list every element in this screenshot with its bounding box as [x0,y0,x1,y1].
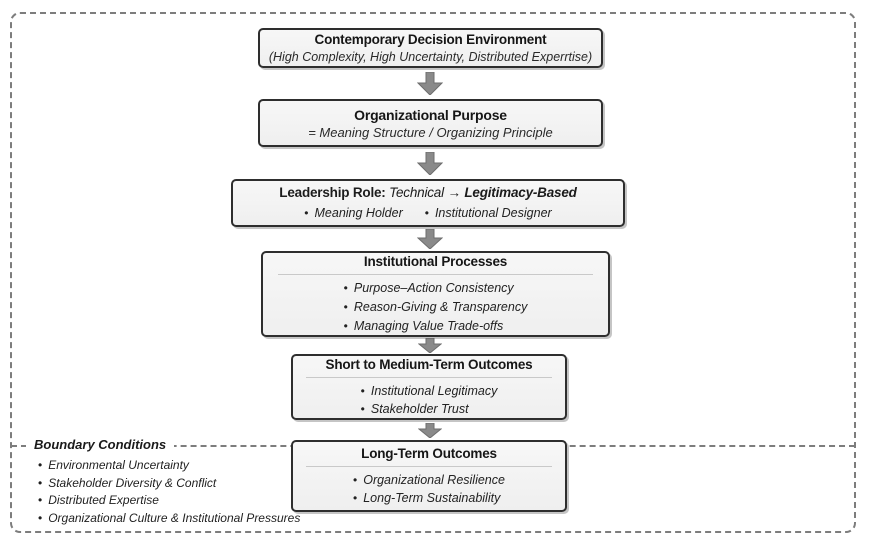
list-item: • Reason-Giving & Transparency [344,298,528,317]
list-item: • Environmental Uncertainty [38,457,300,475]
list-item-text: Institutional Designer [434,206,552,220]
box-bullet-list: • Institutional Legitimacy • Stakeholder… [361,382,498,418]
list-item: • Meaning Holder [304,204,402,222]
right-arrow-icon: → [447,185,461,200]
leadership-title-technical: Technical [389,185,444,200]
list-item-text: Stakeholder Trust [370,402,469,416]
list-item-text: Organizational Resilience [363,473,505,487]
title-separator [306,377,552,378]
list-item: • Institutional Legitimacy [361,382,498,400]
bullet-icon: • [360,402,365,416]
bullet-icon: • [38,510,43,525]
box-title: Contemporary Decision Environment [314,31,547,47]
box-title: Organizational Purpose [354,106,507,123]
box-long-term-outcomes: Long-Term Outcomes • Organizational Resi… [291,440,567,512]
bullet-icon: • [38,458,43,472]
box-bullet-list: • Purpose–Action Consistency • Reason-Gi… [344,279,528,336]
down-arrow-icon [417,72,443,95]
down-arrow-icon [418,423,442,438]
bullet-icon: • [38,475,43,490]
down-arrow-icon [418,338,442,353]
list-item: • Stakeholder Diversity & Conflict [38,475,300,493]
box-title: Short to Medium-Term Outcomes [325,357,533,372]
down-arrow-icon [417,152,443,175]
down-arrow-icon [417,229,443,249]
box-subtitle: = Meaning Structure / Organizing Princip… [308,124,553,140]
box-leadership-role: Leadership Role: Technical → Legitimacy-… [231,179,625,227]
box-title: Leadership Role: Technical → Legitimacy-… [279,184,577,202]
leadership-title-emphasis: Legitimacy-Based [464,185,577,200]
list-item-text: Stakeholder Diversity & Conflict [48,475,217,490]
bullet-icon: • [360,384,365,398]
list-item-text: Meaning Holder [314,206,403,220]
box-short-medium-term-outcomes: Short to Medium-Term Outcomes • Institut… [291,354,567,420]
leadership-title-prefix: Leadership Role: [279,185,386,200]
bullet-icon: • [343,318,348,333]
boundary-conditions-label: Boundary Conditions [26,437,175,452]
list-item-text: Institutional Legitimacy [370,384,498,398]
list-item-text: Purpose–Action Consistency [353,280,514,295]
list-item: • Long-Term Sustainability [353,489,505,507]
figure-dashed-border [10,12,856,533]
title-separator [306,466,552,467]
list-item: • Organizational Culture & Institutional… [38,510,300,528]
bullet-icon: • [353,473,358,487]
bullet-icon: • [343,280,348,295]
box-subtitle: (High Complexity, High Uncertainty, Dist… [268,49,593,64]
list-item: • Distributed Expertise [38,492,300,510]
list-item: • Purpose–Action Consistency [344,279,528,298]
box-title: Long-Term Outcomes [361,446,497,461]
bullet-icon: • [424,206,429,220]
list-item: • Managing Value Trade-offs [344,317,528,336]
title-separator [277,273,594,275]
list-item-text: Managing Value Trade-offs [353,318,504,333]
box-institutional-processes: Institutional Processes • Purpose–Action… [261,251,610,337]
list-item-text: Long-Term Sustainability [363,491,501,505]
list-item-text: Environmental Uncertainty [48,458,189,472]
box-bullet-list: • Organizational Resilience • Long-Term … [353,471,505,507]
list-item: • Organizational Resilience [353,471,505,489]
bullet-icon: • [343,299,348,314]
list-item: • Stakeholder Trust [361,400,498,418]
box-title: Institutional Processes [363,253,508,269]
bullet-icon: • [353,491,358,505]
bullet-icon: • [304,206,309,220]
list-item-text: Reason-Giving & Transparency [353,299,528,314]
bullet-icon: • [38,493,43,507]
box-organizational-purpose: Organizational Purpose = Meaning Structu… [258,99,603,147]
leadership-roles-list: • Meaning Holder • Institutional Designe… [304,204,551,222]
list-item: • Institutional Designer [425,204,552,222]
list-item-text: Distributed Expertise [48,493,159,507]
list-item-text: Organizational Culture & Institutional P… [48,510,301,525]
box-contemporary-decision-environment: Contemporary Decision Environment (High … [258,28,603,68]
boundary-conditions-list: • Environmental Uncertainty • Stakeholde… [38,457,300,527]
